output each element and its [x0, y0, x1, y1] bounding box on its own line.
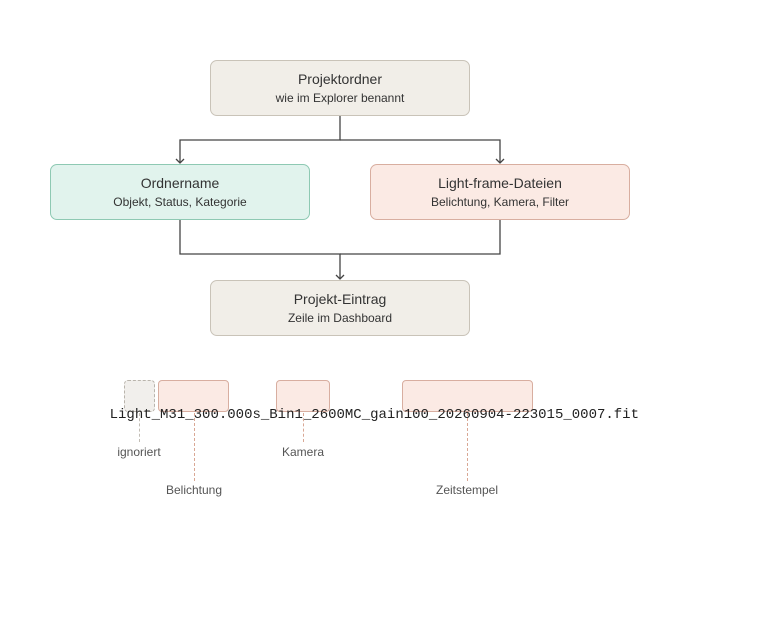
highlight-exposure	[158, 380, 229, 412]
filename-segment: _gain100_	[361, 407, 438, 423]
filename-segment-timestamp: 20260904-223015	[437, 407, 564, 423]
project-entry-title: Projekt-Eintrag	[293, 290, 387, 307]
folder-name-subtitle: Objekt, Status, Kategorie	[113, 194, 247, 209]
filename-segment: _	[185, 407, 194, 423]
project-folder-title: Projektordner	[297, 70, 383, 87]
connector-folder-to-entry	[179, 220, 345, 280]
connector-project-to-lightframes	[340, 139, 505, 164]
project-folder-box: Projektordner wie im Explorer benannt	[210, 60, 470, 116]
filename-segment-camera: 2600MC	[311, 407, 362, 423]
leader-timestamp	[467, 413, 468, 481]
connector-lightframes-to-entry	[340, 220, 501, 255]
light-frames-title: Light-frame-Dateien	[438, 174, 562, 191]
highlight-timestamp	[402, 380, 533, 412]
filename-segment-exposure: 300.000s	[193, 407, 261, 423]
leader-ignored	[139, 413, 140, 442]
leader-camera	[303, 413, 304, 442]
light-frames-subtitle: Belichtung, Kamera, Filter	[430, 194, 570, 209]
annotation-exposure: Belichtung	[165, 483, 223, 497]
connector-project-to-children	[175, 116, 341, 164]
annotation-timestamp: Zeitstempel	[435, 483, 499, 497]
project-folder-subtitle: wie im Explorer benannt	[275, 90, 405, 105]
example-filename: Light_M31_300.000s_Bin1_2600MC_gain100_2…	[76, 388, 639, 423]
folder-name-title: Ordnername	[140, 174, 220, 191]
filename-segment: _Bin1_	[260, 407, 312, 423]
filename-segment-ignored: M31	[160, 407, 186, 423]
leader-exposure	[194, 413, 195, 481]
highlight-ignored	[124, 380, 155, 412]
folder-name-box: Ordnername Objekt, Status, Kategorie	[50, 164, 310, 220]
filename-segment: _0007.fit	[563, 407, 639, 423]
filename-segment: Light_	[109, 407, 161, 423]
annotation-ignored: ignoriert	[117, 445, 161, 459]
project-entry-subtitle: Zeile im Dashboard	[287, 310, 393, 325]
highlight-camera	[276, 380, 330, 412]
project-entry-box: Projekt-Eintrag Zeile im Dashboard	[210, 280, 470, 336]
annotation-camera: Kamera	[281, 445, 325, 459]
light-frames-box: Light-frame-Dateien Belichtung, Kamera, …	[370, 164, 630, 220]
